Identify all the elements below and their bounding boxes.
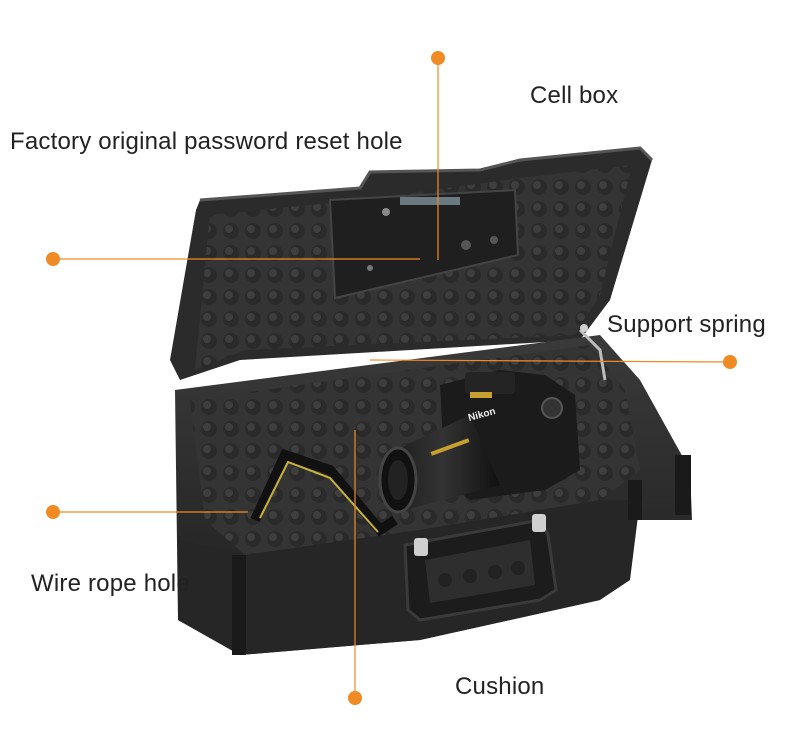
callout-dot-wire-rope	[46, 505, 60, 519]
hinge-bolt	[414, 538, 428, 556]
callout-dot-support-spring	[723, 355, 737, 369]
wire-rope-hole-label: Wire rope hole	[31, 570, 190, 597]
cell-box-label: Cell box	[530, 82, 619, 109]
support-spring	[578, 324, 607, 381]
hinge-bolt	[532, 514, 546, 532]
support-spring-label: Support spring	[607, 311, 766, 338]
callout-dot-reset-hole	[46, 252, 60, 266]
callout-dots	[46, 51, 737, 705]
callout-lines	[53, 58, 731, 698]
cushion-label: Cushion	[455, 673, 545, 700]
camera: Nikon	[378, 370, 580, 514]
callout-line-support-spring	[369, 359, 731, 363]
lock-latch	[400, 197, 460, 205]
carry-handle	[403, 514, 558, 622]
camera-strap	[250, 448, 398, 537]
password-reset-hole-label: Factory original password reset hole	[10, 128, 403, 155]
callout-dot-cell-box	[431, 51, 445, 65]
lock-panel	[328, 188, 520, 300]
callout-dot-cushion	[348, 691, 362, 705]
